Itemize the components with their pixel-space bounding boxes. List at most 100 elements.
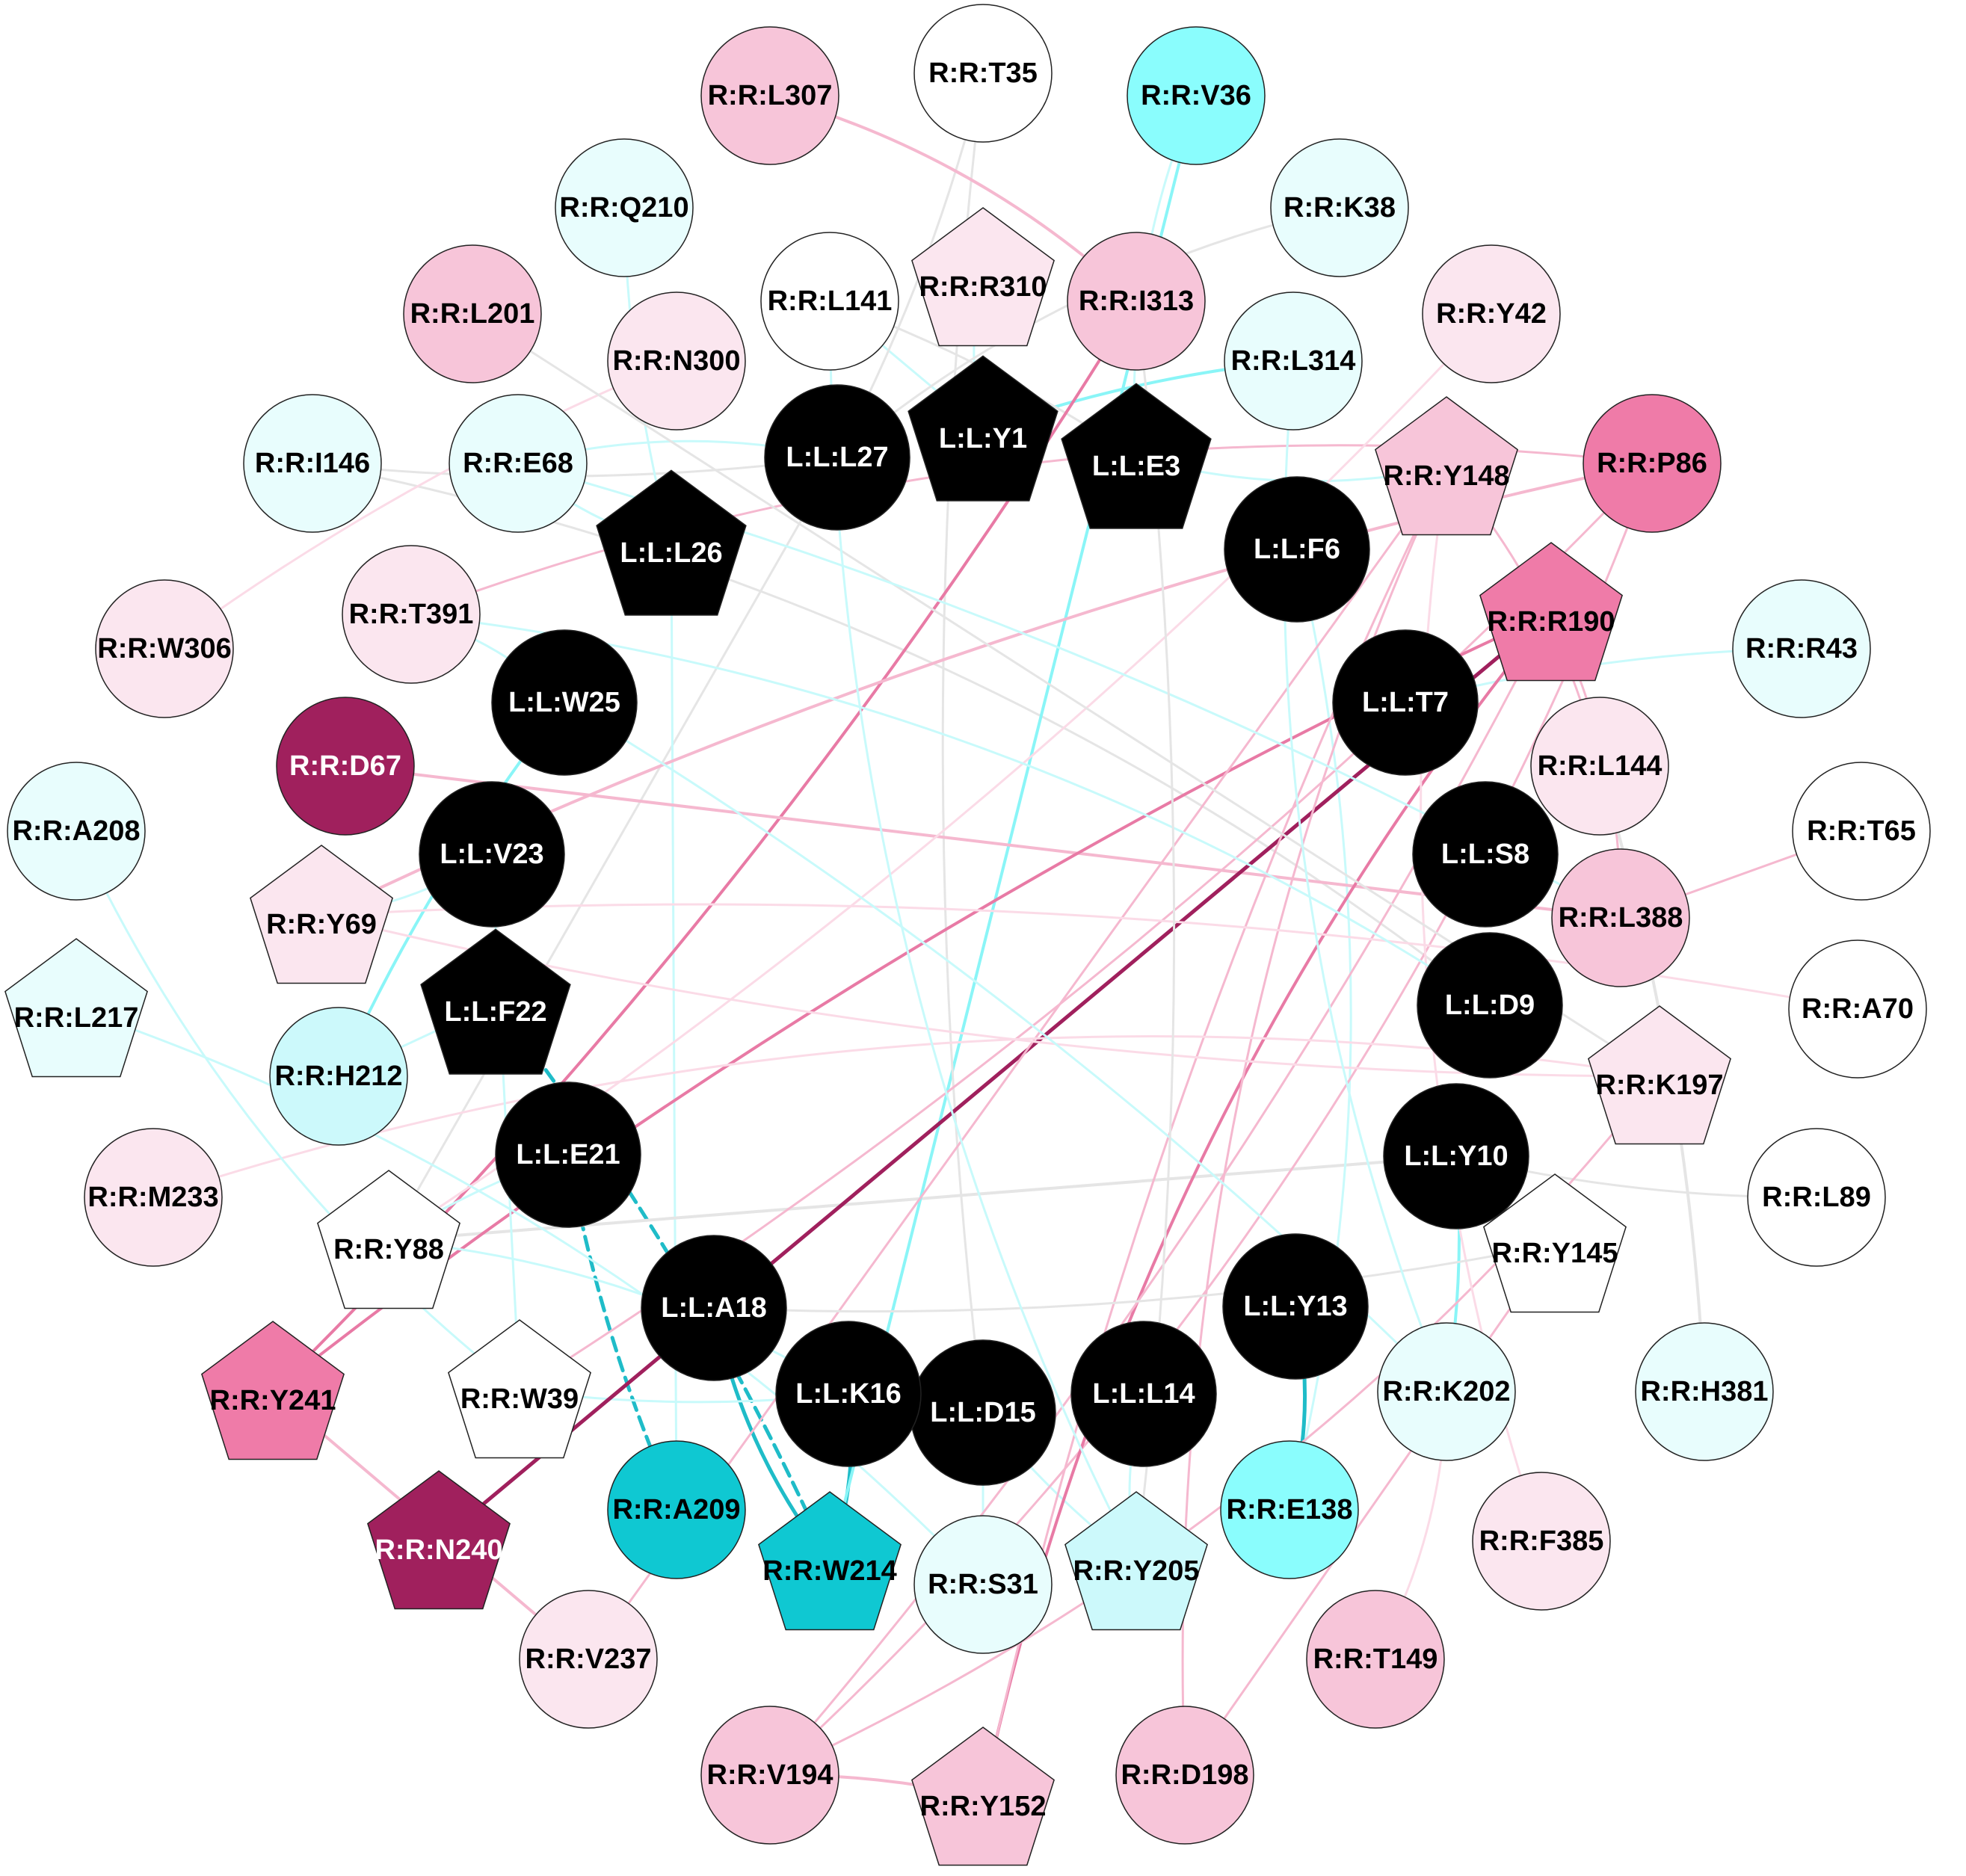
node-r-r-l89[interactable]: R:R:L89	[1747, 1128, 1886, 1267]
node-r-r-k202[interactable]: R:R:K202	[1377, 1322, 1516, 1461]
node-label: R:R:Q210	[559, 192, 688, 223]
node-r-r-l201[interactable]: R:R:L201	[403, 244, 542, 383]
node-r-r-r310[interactable]: R:R:R310	[911, 207, 1055, 347]
node-circle-shape	[700, 26, 839, 165]
node-l-l-f22[interactable]: L:L:F22	[420, 928, 571, 1075]
node-r-r-v36[interactable]: R:R:V36	[1127, 26, 1266, 165]
node-r-r-y69[interactable]: R:R:Y69	[250, 845, 393, 984]
node-r-r-r190[interactable]: R:R:R190	[1479, 542, 1623, 682]
node-r-r-w306[interactable]: R:R:W306	[95, 579, 234, 718]
node-pentagon-shape	[911, 1727, 1055, 1866]
node-circle-shape	[1472, 1472, 1611, 1611]
node-r-r-e138[interactable]: R:R:E138	[1220, 1440, 1359, 1579]
node-r-r-f385[interactable]: R:R:F385	[1472, 1472, 1611, 1611]
node-r-r-v237[interactable]: R:R:V237	[519, 1590, 658, 1729]
node-r-r-p86[interactable]: R:R:P86	[1583, 394, 1722, 533]
node-r-r-k38[interactable]: R:R:K38	[1270, 138, 1409, 277]
node-r-r-h381[interactable]: R:R:H381	[1635, 1322, 1774, 1461]
node-r-r-y88[interactable]: R:R:Y88	[317, 1170, 460, 1309]
node-r-r-d67[interactable]: R:R:D67	[276, 697, 415, 836]
node-r-r-t391[interactable]: R:R:T391	[342, 545, 481, 684]
node-l-l-d15[interactable]: L:L:D15	[910, 1339, 1056, 1486]
node-r-r-i146[interactable]: R:R:I146	[243, 394, 382, 533]
node-r-r-l217[interactable]: R:R:L217	[4, 938, 148, 1078]
node-r-r-l314[interactable]: R:R:L314	[1224, 291, 1363, 431]
node-l-l-e21[interactable]: L:L:E21	[495, 1082, 641, 1228]
node-label: R:R:T35	[928, 58, 1038, 89]
node-pentagon-shape	[1064, 1491, 1208, 1631]
node-l-l-l26[interactable]: L:L:L26	[596, 469, 747, 616]
node-r-r-t65[interactable]: R:R:T65	[1792, 762, 1931, 901]
node-r-r-w39[interactable]: R:R:W39	[448, 1319, 591, 1459]
node-circle-shape	[913, 1515, 1053, 1654]
node-label: L:L:E3	[1092, 451, 1180, 482]
node-circle-shape	[495, 1082, 641, 1228]
node-l-l-a18[interactable]: L:L:A18	[641, 1235, 787, 1381]
node-l-l-k16[interactable]: L:L:K16	[775, 1321, 922, 1467]
node-r-r-l141[interactable]: R:R:L141	[760, 232, 899, 371]
node-label: R:R:V237	[526, 1644, 652, 1675]
node-r-r-l307[interactable]: R:R:L307	[700, 26, 839, 165]
node-r-r-y148[interactable]: R:R:Y148	[1375, 396, 1518, 536]
node-l-l-l14[interactable]: L:L:L14	[1070, 1321, 1217, 1467]
node-r-r-k197[interactable]: R:R:K197	[1588, 1005, 1731, 1145]
node-label: L:L:Y13	[1243, 1291, 1347, 1322]
node-l-l-l27[interactable]: L:L:L27	[764, 384, 910, 531]
node-l-l-e3[interactable]: L:L:E3	[1061, 383, 1212, 529]
node-pentagon-shape	[911, 207, 1055, 347]
node-l-l-y10[interactable]: L:L:Y10	[1383, 1083, 1529, 1229]
node-l-l-d9[interactable]: L:L:D9	[1417, 932, 1563, 1079]
node-circle-shape	[1220, 1440, 1359, 1579]
node-label: R:R:L314	[1231, 345, 1356, 377]
node-pentagon-shape	[448, 1319, 591, 1459]
node-r-r-s31[interactable]: R:R:S31	[913, 1515, 1053, 1654]
node-r-r-r43[interactable]: R:R:R43	[1732, 579, 1871, 718]
node-label: R:R:L141	[768, 286, 893, 317]
node-l-l-s8[interactable]: L:L:S8	[1412, 781, 1559, 928]
node-r-r-y145[interactable]: R:R:Y145	[1483, 1173, 1627, 1313]
node-l-l-t7[interactable]: L:L:T7	[1332, 629, 1479, 776]
node-circle-shape	[342, 545, 481, 684]
node-r-r-y205[interactable]: R:R:Y205	[1064, 1491, 1208, 1631]
edge-y145-l18	[712, 1243, 1556, 1313]
node-r-r-m233[interactable]: R:R:M233	[84, 1128, 223, 1267]
node-pentagon-shape	[1375, 396, 1518, 536]
node-r-r-d198[interactable]: R:R:D198	[1115, 1706, 1254, 1845]
node-r-r-e68[interactable]: R:R:E68	[449, 394, 588, 533]
node-label: L:L:E21	[516, 1139, 620, 1170]
node-r-r-v194[interactable]: R:R:V194	[700, 1706, 839, 1845]
node-label: R:R:D198	[1121, 1759, 1248, 1791]
node-r-r-q210[interactable]: R:R:Q210	[555, 138, 694, 277]
node-r-r-y42[interactable]: R:R:Y42	[1422, 244, 1561, 383]
node-circle-shape	[1383, 1083, 1529, 1229]
node-label: R:R:T149	[1313, 1644, 1438, 1675]
node-r-r-l144[interactable]: R:R:L144	[1530, 697, 1669, 836]
node-l-l-y13[interactable]: L:L:Y13	[1222, 1233, 1369, 1380]
node-l-l-f6[interactable]: L:L:F6	[1224, 476, 1370, 623]
node-pentagon-shape	[1483, 1173, 1627, 1313]
node-circle-shape	[1332, 629, 1479, 776]
node-r-r-t35[interactable]: R:R:T35	[913, 4, 1053, 143]
node-label: R:R:V36	[1141, 80, 1251, 111]
node-r-r-w214[interactable]: R:R:W214	[758, 1491, 902, 1631]
node-label: R:R:A208	[12, 815, 140, 847]
node-l-l-v23[interactable]: L:L:V23	[419, 781, 565, 928]
node-r-r-i313[interactable]: R:R:I313	[1067, 232, 1206, 371]
node-r-r-t149[interactable]: R:R:T149	[1306, 1590, 1445, 1729]
node-r-r-a208[interactable]: R:R:A208	[7, 762, 146, 901]
node-r-r-n240[interactable]: R:R:N240	[367, 1470, 511, 1610]
node-label: R:R:A209	[612, 1494, 740, 1525]
node-r-r-h212[interactable]: R:R:H212	[269, 1007, 408, 1146]
node-label: R:R:E138	[1227, 1494, 1353, 1525]
node-r-r-a209[interactable]: R:R:A209	[607, 1440, 746, 1579]
node-r-r-a70[interactable]: R:R:A70	[1788, 939, 1927, 1079]
node-circle-shape	[1788, 939, 1927, 1079]
node-l-l-y1[interactable]: L:L:Y1	[907, 355, 1059, 502]
node-r-r-n300[interactable]: R:R:N300	[607, 291, 746, 431]
node-r-r-y152[interactable]: R:R:Y152	[911, 1727, 1055, 1866]
edge-a208-w39	[75, 830, 521, 1392]
node-r-r-l388[interactable]: R:R:L388	[1551, 848, 1690, 987]
node-r-r-y241[interactable]: R:R:Y241	[201, 1321, 345, 1460]
node-l-l-w25[interactable]: L:L:W25	[491, 629, 638, 776]
node-pentagon-shape	[367, 1470, 511, 1610]
